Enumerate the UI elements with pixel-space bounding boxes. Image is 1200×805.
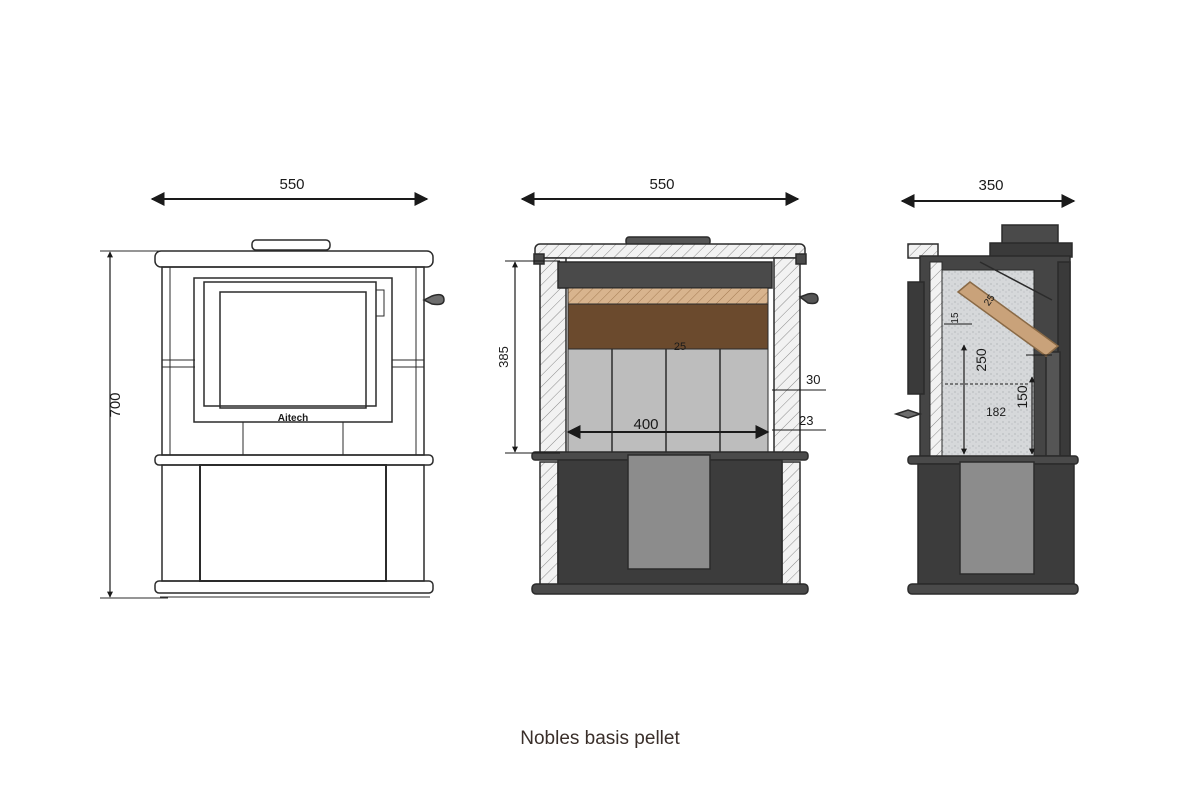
side-flue-collar bbox=[1001, 224, 1059, 246]
section-wood-layer bbox=[567, 287, 769, 305]
section-pellet-hopper bbox=[627, 454, 711, 570]
front-handle bbox=[422, 293, 445, 306]
front-door-frame bbox=[193, 277, 393, 423]
section-width-label: 550 bbox=[649, 176, 674, 193]
front-top-plate bbox=[154, 250, 434, 268]
side-label-250: 250 bbox=[973, 348, 989, 372]
side-label-182: 182 bbox=[986, 405, 1006, 419]
side-depth-label: 350 bbox=[978, 177, 1003, 194]
front-brand-label: Aitech bbox=[278, 413, 309, 424]
section-right-wall bbox=[773, 257, 801, 459]
side-label-150: 150 bbox=[1014, 385, 1030, 409]
front-height-label: 700 bbox=[107, 392, 124, 417]
front-lower-panel bbox=[199, 464, 387, 582]
side-firewood-log bbox=[956, 281, 1060, 357]
section-firewood bbox=[567, 303, 769, 350]
section-inner-label: 25 bbox=[674, 341, 686, 353]
front-view bbox=[100, 192, 445, 599]
section-view bbox=[520, 192, 819, 595]
section-wall-label-lower: 23 bbox=[799, 413, 813, 428]
section-firebox-height-label: 385 bbox=[496, 346, 511, 368]
front-width-label: 550 bbox=[279, 176, 304, 193]
section-wall-label-upper: 30 bbox=[806, 372, 820, 387]
front-door-glass bbox=[203, 281, 377, 407]
section-left-wall bbox=[539, 257, 567, 459]
side-label-15: 15 bbox=[950, 312, 961, 324]
side-view bbox=[893, 194, 1079, 595]
drawing-caption: Nobles basis pellet bbox=[520, 728, 680, 749]
front-top-knob bbox=[251, 239, 331, 251]
section-firebox-width-label: 400 bbox=[633, 416, 658, 433]
